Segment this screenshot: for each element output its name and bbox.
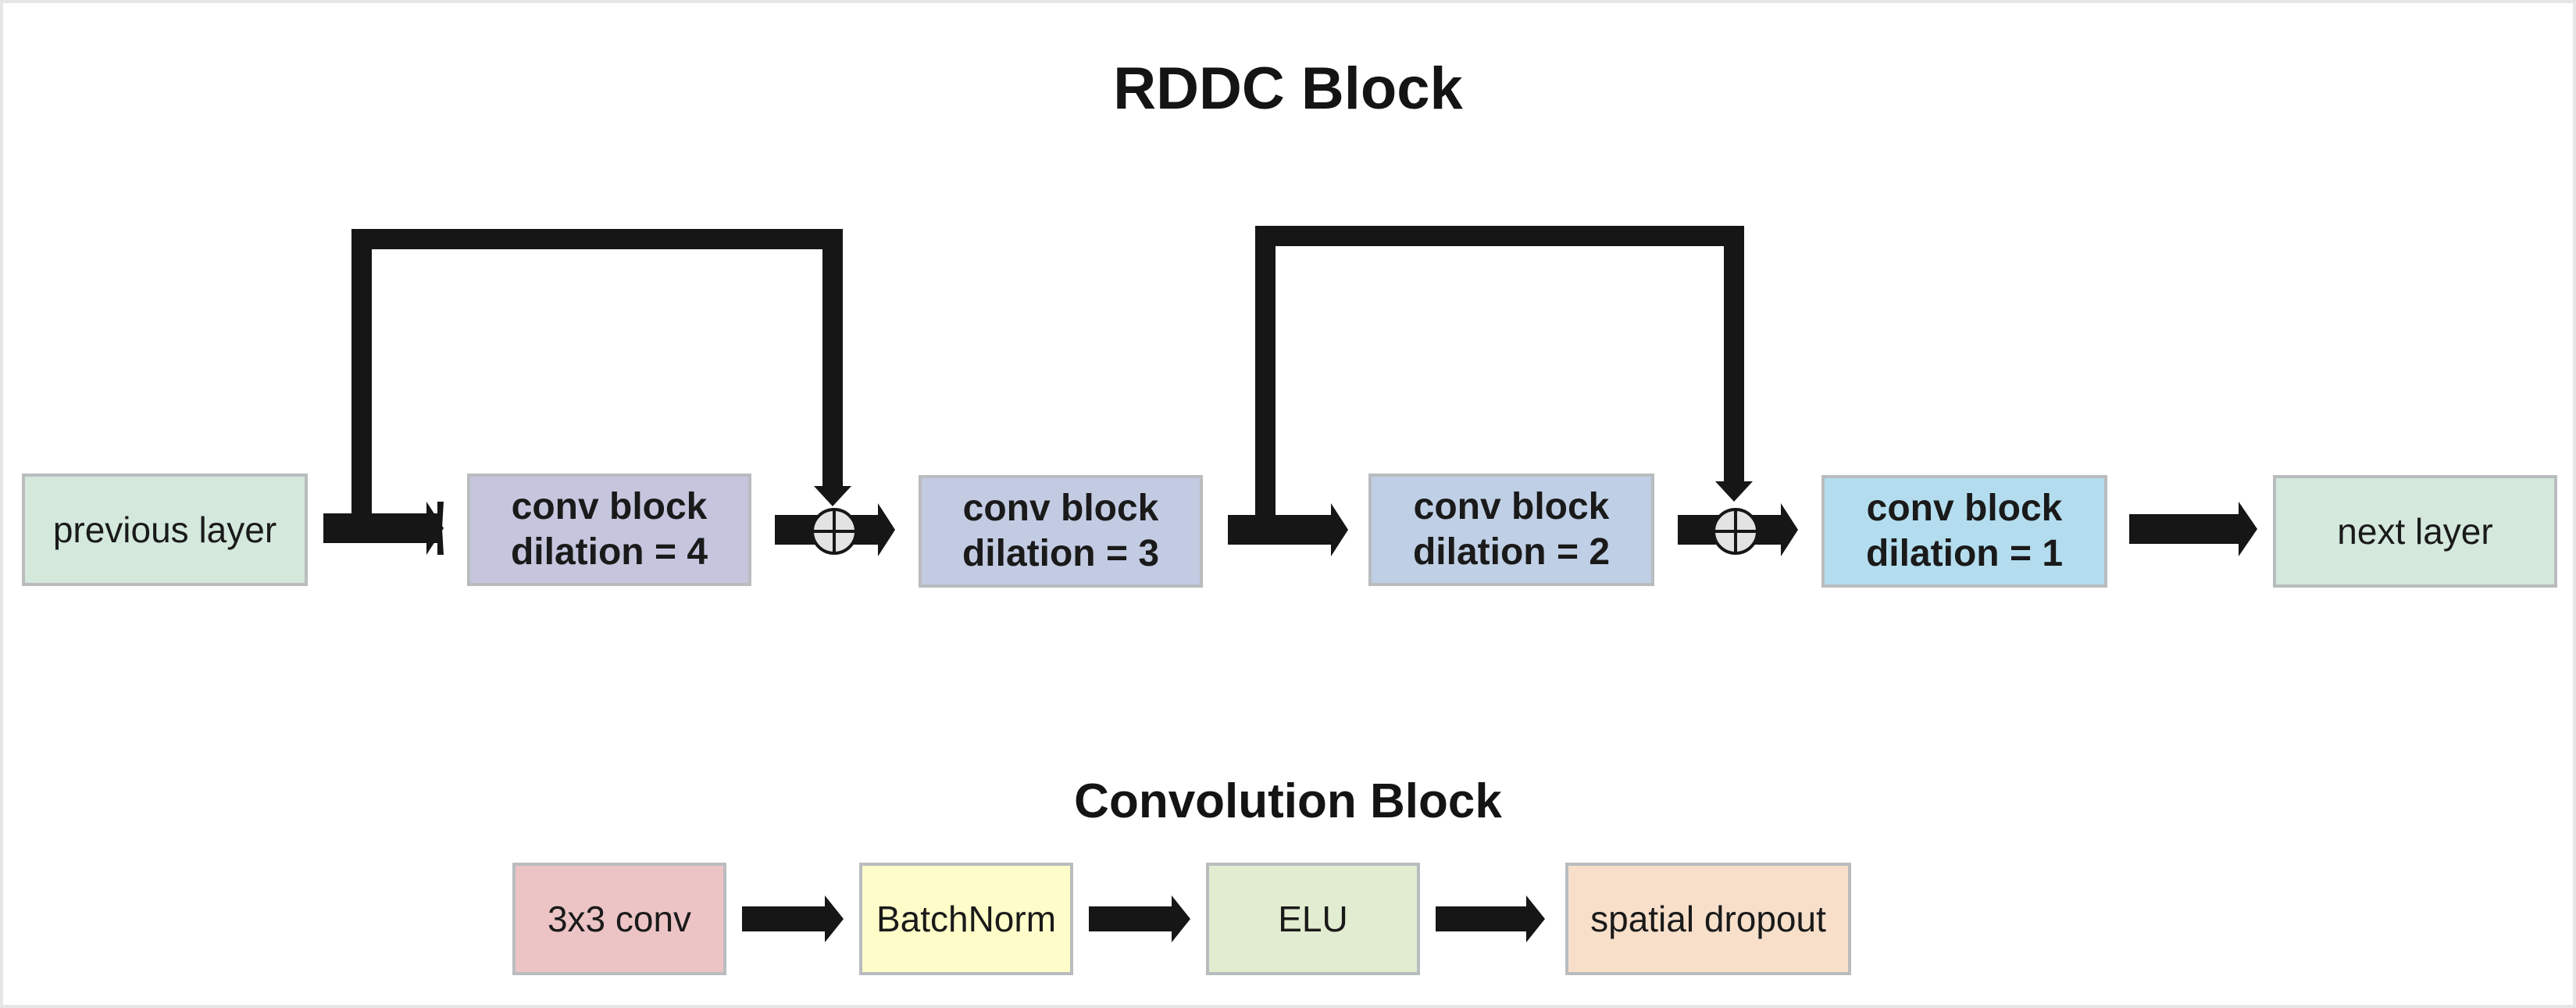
arrow-bn-to-elu (1089, 895, 1190, 942)
conv-block-dilation-2: conv block dilation = 2 (1368, 474, 1654, 586)
arrow-conv-to-bn (742, 895, 844, 942)
previous-layer-label: previous layer (52, 509, 277, 550)
conv3x3-box: 3x3 conv (512, 863, 726, 975)
spatial-dropout-box: spatial dropout (1565, 863, 1851, 975)
conv-block-label: conv block (1413, 486, 1610, 528)
conv-block-label: conv block (511, 486, 708, 528)
skip-connection-1 (351, 229, 843, 519)
rddc-block-title: RDDC Block (1113, 55, 1463, 122)
skip-connection-2 (1255, 226, 1744, 519)
conv-block-dilation-3: conv block dilation = 3 (919, 475, 1203, 588)
adder-1 (811, 508, 858, 555)
conv-block-label: conv block (1866, 488, 2063, 530)
conv-block-label: conv block (962, 488, 1159, 530)
arrow-elu-to-dropout (1436, 895, 1545, 942)
skip-arrowhead-1 (814, 486, 851, 506)
elu-box: ELU (1206, 863, 1420, 975)
adder-2 (1712, 508, 1759, 555)
dilation-label: dilation = 4 (510, 531, 708, 573)
skip-arrowhead-2 (1715, 481, 1753, 502)
dilation-label: dilation = 1 (1865, 533, 2064, 574)
next-layer-box: next layer (2273, 475, 2557, 588)
batchnorm-box: BatchNorm (859, 863, 1073, 975)
arrow-prev-to-d4 (323, 502, 444, 555)
batchnorm-label: BatchNorm (876, 899, 1057, 939)
dilation-label: dilation = 3 (962, 533, 1160, 574)
previous-layer-box: previous layer (22, 474, 308, 586)
convolution-block-title: Convolution Block (1074, 774, 1502, 828)
conv3x3-label: 3x3 conv (547, 899, 692, 939)
arrow-d3-to-d2 (1228, 503, 1348, 556)
conv-block-dilation-4: conv block dilation = 4 (467, 474, 751, 586)
spatial-dropout-label: spatial dropout (1590, 899, 1826, 939)
arrow-d1-to-next (2129, 502, 2257, 556)
dilation-label: dilation = 2 (1412, 531, 1611, 573)
next-layer-label: next layer (2337, 511, 2493, 552)
conv-block-dilation-1: conv block dilation = 1 (1821, 475, 2107, 588)
elu-label: ELU (1278, 899, 1348, 939)
